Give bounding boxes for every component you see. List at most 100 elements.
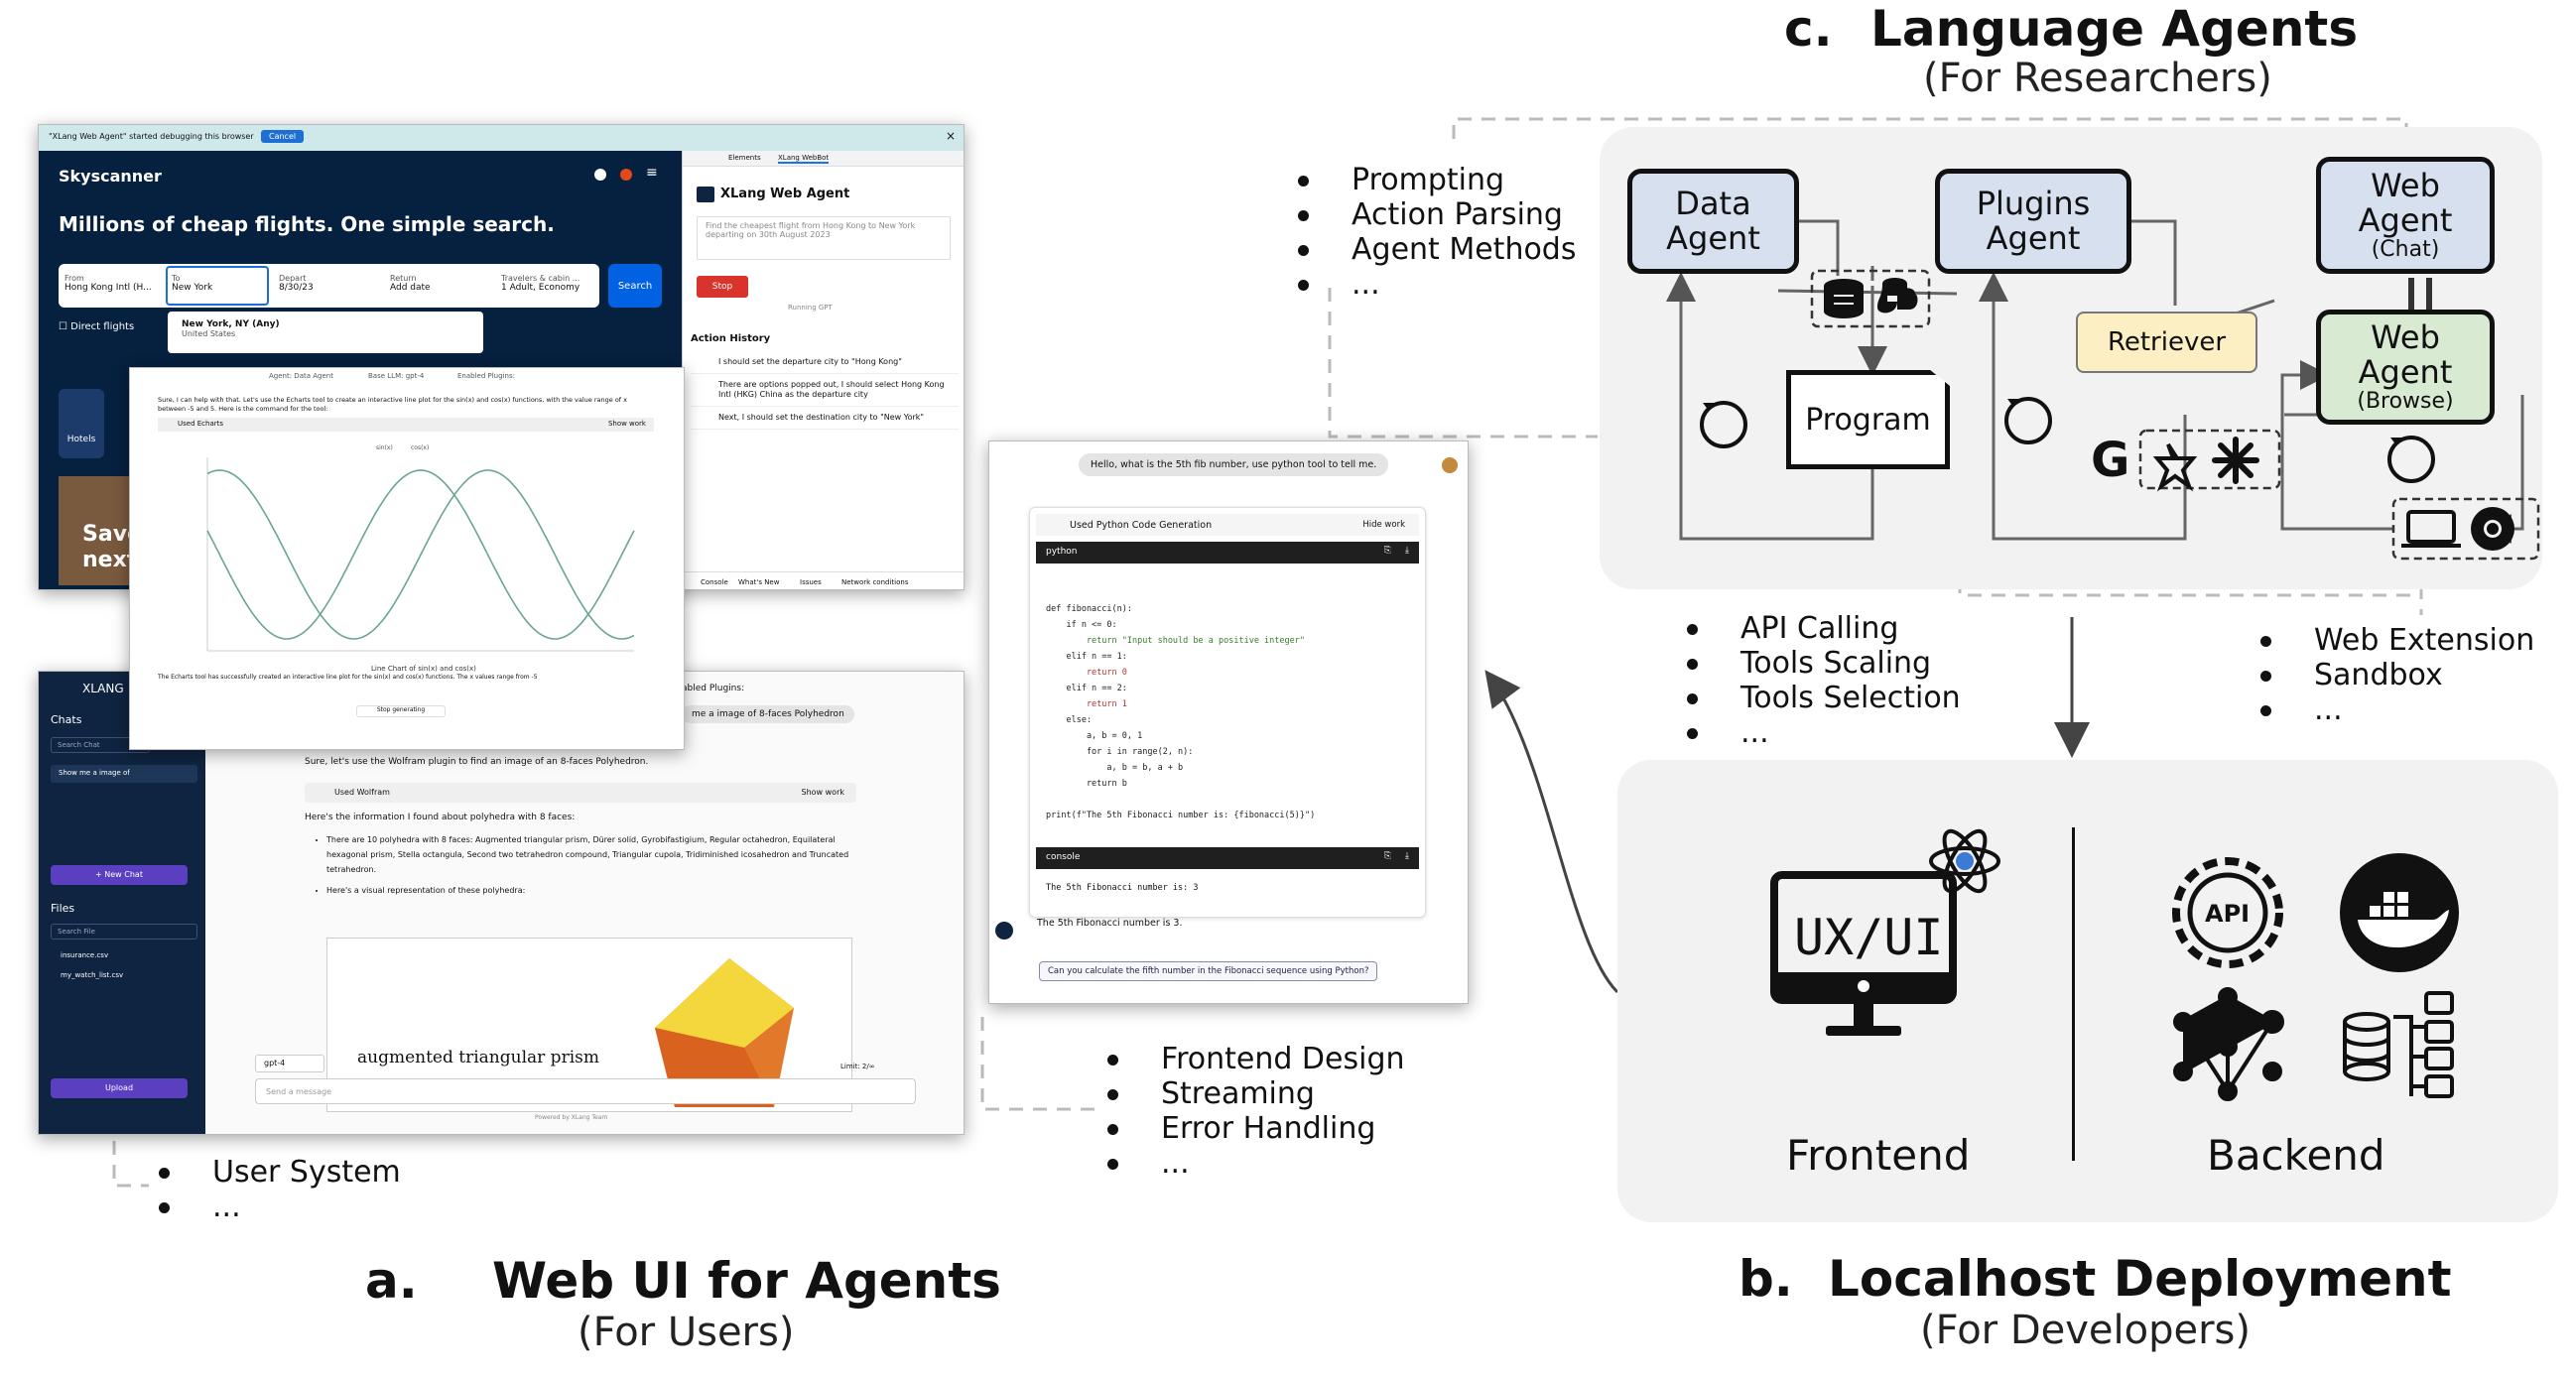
python-chat-screenshot: Hello, what is the 5th fib number, use p… — [988, 440, 1469, 1004]
chart-title: Line Chart of sin(x) and cos(x) — [371, 665, 476, 673]
cancel-button[interactable]: Cancel — [261, 130, 305, 143]
show-work-toggle[interactable]: Show work — [801, 788, 845, 797]
direct-flights-checkbox[interactable]: ☐ Direct flights — [59, 321, 135, 332]
deploy-divider — [2072, 827, 2075, 1161]
suggestion-chip[interactable]: Can you calculate the fifth number in th… — [1039, 961, 1378, 981]
section-a-title: Web UI for Agents — [492, 1252, 1001, 1310]
bullet-item: Action Parsing — [1288, 197, 1576, 232]
console-label: console — [1046, 852, 1081, 862]
file-item[interactable]: insurance.csv — [61, 951, 109, 959]
direct-flights-label: Direct flights — [70, 321, 135, 332]
used-tool-label: Used Wolfram — [334, 788, 390, 797]
agent-meta: Agent: Data Agent — [269, 372, 333, 380]
code-line: elif n == 2: — [1046, 684, 1127, 693]
section-c-title: Language Agents — [1870, 0, 2359, 58]
bullet-item: ... — [1677, 715, 1961, 750]
history-item[interactable]: Next, I should set the destination city … — [691, 407, 959, 430]
field-label: To — [172, 274, 181, 283]
hotels-tile[interactable]: Hotels — [59, 389, 104, 458]
section-b-title: Localhost Deployment — [1828, 1250, 2452, 1308]
debug-banner-text: "XLang Web Agent" started debugging this… — [49, 132, 254, 141]
help-icon[interactable] — [594, 169, 606, 181]
assistant-avatar — [995, 922, 1013, 940]
history-item[interactable]: I should set the departure city to "Hong… — [691, 351, 959, 374]
suggestion-title: New York, NY (Any) — [182, 319, 280, 329]
plugins-meta: Enabled Plugins: — [457, 372, 515, 380]
frontend-label: Frontend — [1786, 1131, 1971, 1180]
upload-button[interactable]: Upload — [51, 1078, 188, 1098]
sin-cos-chart: sin(x) cos(x) Line Chart of sin(x) and c… — [206, 444, 635, 673]
used-wolfram-bar[interactable]: Used Wolfram Show work — [305, 783, 856, 803]
assistant-answer: The 5th Fibonacci number is 3. — [1037, 918, 1183, 929]
stop-generating-button[interactable]: Stop generating — [356, 705, 446, 717]
stop-button[interactable]: Stop — [697, 276, 748, 298]
file-item[interactable]: my_watch_list.csv — [61, 971, 124, 979]
promo-text: next — [82, 548, 138, 572]
console-tab[interactable]: Network conditions — [841, 578, 909, 586]
search-file-input[interactable]: Search File — [51, 924, 197, 940]
travelers-field[interactable]: Travelers & cabin ...1 Adult, Economy — [501, 274, 600, 293]
code-line: def fibonacci(n): — [1046, 604, 1132, 614]
show-work-toggle[interactable]: Show work — [607, 420, 646, 428]
agents-flow-lines: G — [1666, 219, 2540, 561]
message-input[interactable]: Send a message — [255, 1078, 916, 1104]
menu-icon[interactable]: ≡ — [646, 165, 658, 181]
copy-icon[interactable]: ⎘ — [1383, 546, 1391, 556]
console-tab[interactable]: Issues — [800, 578, 822, 586]
model-select[interactable]: gpt-4 — [255, 1055, 324, 1072]
extension-title: XLang Web Agent — [720, 187, 850, 201]
search-button[interactable]: Search — [608, 264, 662, 308]
web-agent-browse-box: Web Agent (Browse) — [2316, 310, 2495, 425]
copy-icon[interactable]: ⎘ — [1383, 851, 1391, 861]
console-drawer: Console What's New Issues Network condit… — [683, 571, 964, 589]
status-text: Running GPT — [788, 304, 833, 312]
section-a-letter: a. — [365, 1252, 418, 1310]
bullet-item: Streaming — [1097, 1076, 1405, 1111]
hide-work-toggle[interactable]: Hide work — [1362, 520, 1405, 530]
extension-query[interactable]: Find the cheapest flight from Hong Kong … — [697, 216, 951, 260]
chat-item[interactable]: Show me a image of — [51, 765, 197, 783]
user-bullets: User System ... — [149, 1155, 401, 1224]
agent-label: Agent — [2358, 201, 2453, 239]
devtools-tab[interactable]: Elements — [728, 154, 761, 162]
new-chat-button[interactable]: + New Chat — [51, 865, 188, 885]
close-icon[interactable]: × — [945, 129, 956, 143]
uxui-label: UX/UI — [1794, 909, 1944, 966]
console-output: The 5th Fibonacci number is: 3 — [1046, 883, 1199, 893]
uxui-monitor-icon: UX/UI — [1770, 828, 2000, 1036]
backend-icons: API — [2172, 853, 2459, 1101]
agent-label: Agent — [1666, 219, 1760, 257]
code-line: if n <= 0: — [1046, 620, 1117, 630]
download-icon[interactable]: ⤓ — [1405, 546, 1409, 556]
docker-icon — [2340, 853, 2459, 972]
code-line: for i in range(2, n): — [1046, 747, 1194, 757]
download-icon[interactable]: ⤓ — [1405, 851, 1409, 861]
files-heading: Files — [51, 902, 75, 915]
chart-legend: sin(x) cos(x) — [376, 444, 429, 451]
history-item[interactable]: There are options popped out, I should s… — [691, 374, 959, 407]
user-avatar — [1442, 457, 1458, 473]
code-line: a, b = b, a + b — [1046, 763, 1184, 773]
skyscanner-logo[interactable]: Skyscanner — [59, 167, 162, 186]
chart-overlay-screenshot: Agent: Data Agent Base LLM: gpt-4 Enable… — [129, 367, 685, 750]
console-tab[interactable]: Console — [701, 578, 728, 586]
devtools-tab[interactable]: XLang WebBot — [778, 154, 830, 164]
console-tab[interactable]: What's New — [738, 578, 780, 586]
figure-caption: augmented triangular prism — [357, 1048, 599, 1067]
code-block: def fibonacci(n): if n <= 0: return "Inp… — [1046, 601, 1315, 823]
neural-network-icon — [2173, 987, 2284, 1101]
agent-sublabel: (Browse) — [2357, 389, 2454, 414]
history-list: I should set the departure city to "Hong… — [691, 351, 959, 430]
bullet-item: Prompting — [1288, 163, 1576, 197]
retriever-box: Retriever — [2076, 312, 2257, 373]
flag-icon[interactable] — [620, 169, 632, 181]
destination-suggestion[interactable]: New York, NY (Any) United States — [168, 312, 483, 353]
